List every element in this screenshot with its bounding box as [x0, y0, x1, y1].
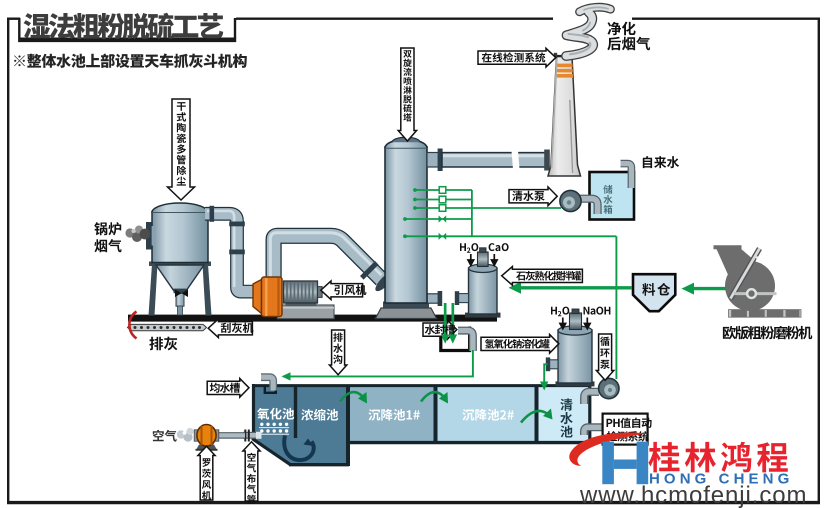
svg-text:www.hcmofenji.com: www.hcmofenji.com	[579, 482, 807, 508]
svg-text:HONG CHENG: HONG CHENG	[649, 471, 793, 488]
